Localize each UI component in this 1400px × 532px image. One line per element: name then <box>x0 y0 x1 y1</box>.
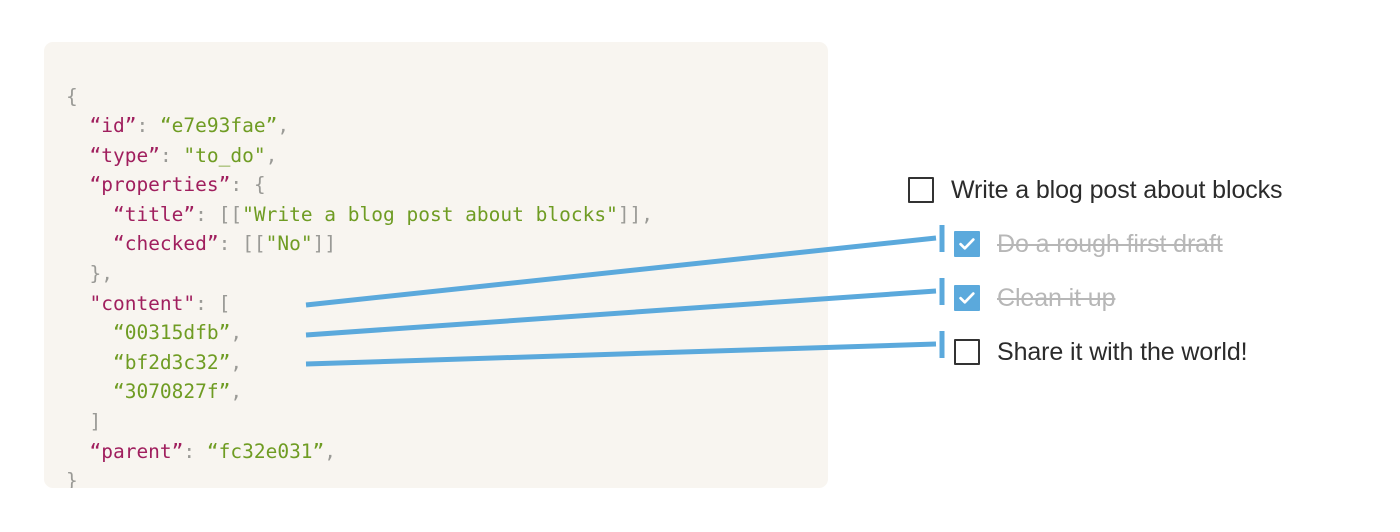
code-line: “parent”: “fc32e031”, <box>66 437 653 467</box>
code-token-key: “checked” <box>112 232 219 256</box>
checklist-row[interactable]: Clean it up <box>908 271 1348 325</box>
code-token-punct <box>66 203 113 226</box>
code-line: “title”: [["Write a blog post about bloc… <box>66 200 653 230</box>
checkbox-unchecked-icon[interactable] <box>908 177 934 203</box>
code-token-str: “fc32e031” <box>206 439 325 463</box>
code-token-str: “3070827f” <box>112 380 231 404</box>
code-token-str: "to_do" <box>183 143 266 167</box>
code-token-key: “type” <box>89 143 160 167</box>
code-token-key: “id” <box>89 114 137 138</box>
code-token-punct: { <box>66 84 78 108</box>
code-token-str: “e7e93fae” <box>159 114 278 138</box>
code-token-punct: , <box>324 439 337 463</box>
checklist-item-label: Share it with the world! <box>997 337 1248 366</box>
checklist-row[interactable]: Share it with the world! <box>908 325 1348 379</box>
code-token-key: "content" <box>89 291 196 315</box>
checklist-row[interactable]: Do a rough first draft <box>908 217 1348 271</box>
code-token-punct: , <box>230 350 243 374</box>
code-token-punct: , <box>230 321 243 345</box>
code-token-punct <box>66 144 89 167</box>
code-token-key: “parent” <box>89 439 184 463</box>
checklist-row[interactable]: Write a blog post about blocks <box>908 163 1348 217</box>
checkbox-unchecked-icon[interactable] <box>954 339 980 365</box>
code-line: { <box>66 82 653 112</box>
code-token-str: “00315dfb” <box>112 321 231 345</box>
code-token-punct: : <box>183 439 207 463</box>
checkbox-checked-icon[interactable] <box>954 231 980 257</box>
checklist-item-label: Clean it up <box>997 283 1116 312</box>
code-token-punct <box>66 380 113 403</box>
json-code-listing: { “id”: “e7e93fae”, “type”: "to_do", “pr… <box>66 82 653 489</box>
checklist-item-label: Write a blog post about blocks <box>951 175 1283 204</box>
code-token-punct <box>66 292 89 315</box>
json-code-panel: { “id”: “e7e93fae”, “type”: "to_do", “pr… <box>44 42 828 488</box>
code-token-punct: : <box>159 143 184 167</box>
code-line: “checked”: [["No"]] <box>66 229 653 259</box>
code-token-punct: : [ <box>195 291 231 315</box>
code-line: }, <box>66 259 653 289</box>
code-token-punct: : <box>136 114 160 138</box>
code-line: ] <box>66 407 653 437</box>
code-token-key: “properties” <box>89 173 231 197</box>
code-token-punct: , <box>265 143 278 167</box>
code-line: “3070827f”, <box>66 377 653 407</box>
code-token-punct: : [[ <box>218 232 266 256</box>
code-line: “id”: “e7e93fae”, <box>66 111 653 141</box>
code-line: “bf2d3c32”, <box>66 348 653 378</box>
code-token-punct <box>66 351 113 374</box>
code-token-punct: ]] <box>312 232 337 256</box>
code-line: “type”: "to_do", <box>66 141 653 171</box>
code-token-str: “bf2d3c32” <box>112 350 231 374</box>
code-line: “00315dfb”, <box>66 318 653 348</box>
todo-checklist: Write a blog post about blocks Do a rough… <box>908 163 1348 379</box>
code-line: } <box>66 466 653 488</box>
code-token-punct: }, <box>66 262 113 286</box>
code-token-punct <box>66 321 113 344</box>
code-token-punct: , <box>230 380 243 404</box>
code-token-punct <box>66 173 89 196</box>
code-token-str: "Write a blog post about blocks" <box>242 202 618 226</box>
code-token-str: "No" <box>265 232 313 256</box>
code-line: “properties”: { <box>66 170 653 200</box>
code-token-punct: ] <box>66 410 102 434</box>
code-token-punct: } <box>66 469 78 488</box>
checkbox-checked-icon[interactable] <box>954 285 980 311</box>
code-token-key: “title” <box>112 202 196 226</box>
code-line: "content": [ <box>66 289 653 319</box>
code-token-punct <box>66 232 113 255</box>
code-token-punct: : [[ <box>195 202 243 226</box>
code-token-punct <box>66 440 89 463</box>
code-token-punct: : { <box>230 173 266 197</box>
checklist-item-label: Do a rough first draft <box>997 229 1223 258</box>
code-token-punct: , <box>277 114 290 138</box>
code-token-punct: ]], <box>617 202 654 226</box>
code-token-punct <box>66 114 89 137</box>
